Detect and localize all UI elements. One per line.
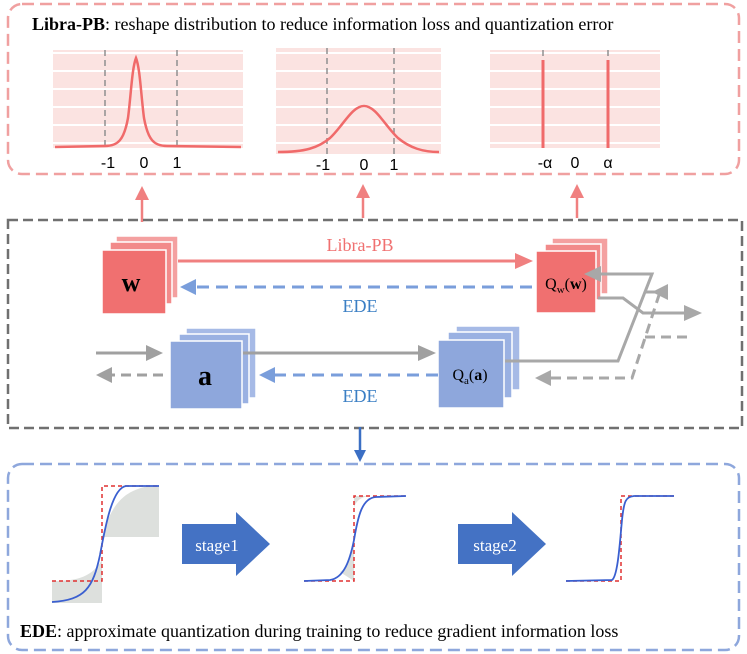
plot3-tick-neg-alpha: -α bbox=[538, 155, 553, 172]
ede-top-label: EDE bbox=[343, 296, 378, 316]
quantized-weight-label: Qw(w) bbox=[545, 276, 587, 296]
quantized-weight-stack: Qw(w) bbox=[535, 237, 609, 314]
ede-top-arrow-head bbox=[180, 279, 196, 295]
input-forward-head bbox=[146, 345, 163, 361]
libra-arrow-head bbox=[515, 253, 533, 269]
plot1-tick-0: 0 bbox=[140, 155, 149, 172]
activation-stack: a bbox=[169, 327, 257, 410]
plot2-tick-0: 0 bbox=[360, 157, 369, 174]
bottom-panel-caption: EDE: approximate quantization during tra… bbox=[20, 621, 618, 641]
output-connections bbox=[505, 266, 702, 386]
down-arrow-head bbox=[354, 450, 366, 462]
plot2-tick-neg1: -1 bbox=[316, 157, 330, 174]
stage2-arrow: stage2 bbox=[458, 512, 546, 576]
activation-forward-head bbox=[418, 345, 436, 361]
stage2-label: stage2 bbox=[473, 536, 516, 555]
plot3-tick-alpha: α bbox=[603, 155, 612, 172]
quantized-activation-stack: Qa(a) bbox=[437, 325, 521, 409]
plot-binarized-distribution: -α 0 α bbox=[490, 50, 660, 172]
weight-stack: w bbox=[101, 235, 179, 315]
stage1-arrow: stage1 bbox=[182, 512, 270, 576]
quantized-activation-label: Qa(a) bbox=[452, 367, 487, 387]
activation-label: a bbox=[198, 361, 212, 392]
top-panel-frame bbox=[6, 2, 741, 176]
middle-panel-frame bbox=[6, 218, 744, 430]
plot-peaked-distribution: -1 0 1 bbox=[53, 50, 243, 172]
plot1-tick-neg1: -1 bbox=[101, 155, 115, 172]
stage1-label: stage1 bbox=[195, 536, 238, 555]
ede-bottom-label: EDE bbox=[343, 386, 378, 406]
ede-curve-initial bbox=[51, 485, 159, 603]
ede-curve-stage2 bbox=[565, 495, 674, 582]
plot3-tick-0: 0 bbox=[571, 155, 580, 172]
input-backward-head bbox=[96, 367, 112, 383]
plot-balanced-distribution: -1 0 1 bbox=[276, 48, 441, 174]
ede-bottom-arrow-head bbox=[259, 367, 275, 383]
libra-arrow-label: Libra-PB bbox=[327, 235, 394, 255]
weight-label: w bbox=[122, 268, 141, 297]
ede-curve-stage1 bbox=[303, 495, 407, 582]
top-panel-title: Libra-PB: reshape distribution to reduce… bbox=[32, 14, 613, 34]
plot1-tick-1: 1 bbox=[173, 155, 182, 172]
up-arrows bbox=[135, 184, 584, 222]
bottom-panel-frame bbox=[6, 462, 741, 652]
plot2-tick-1: 1 bbox=[390, 157, 399, 174]
